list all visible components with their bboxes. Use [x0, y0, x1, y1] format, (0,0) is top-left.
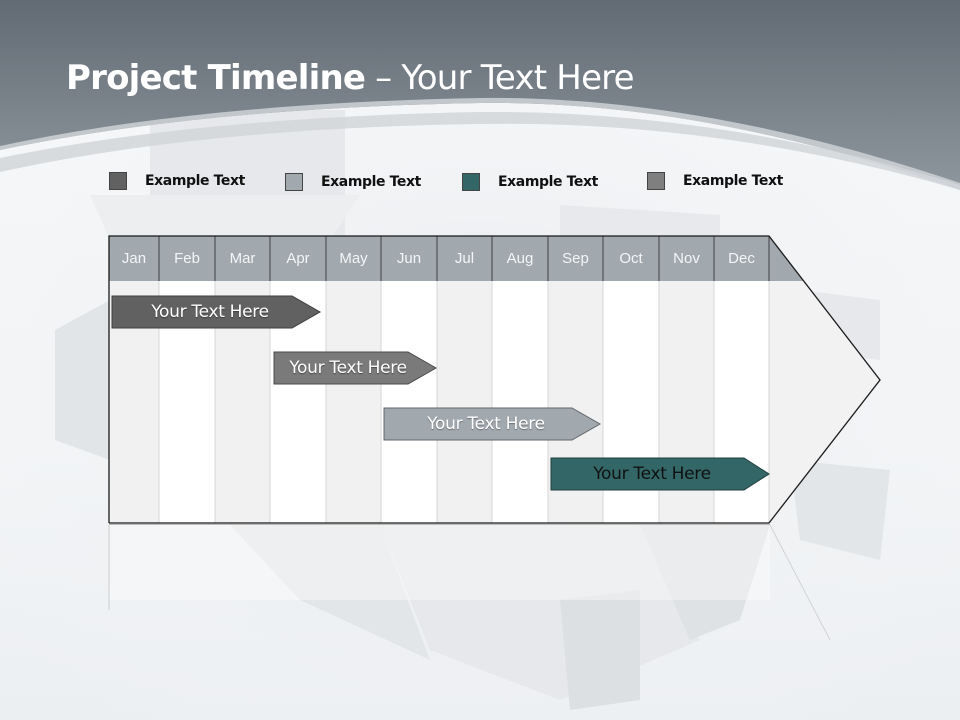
task-bar-1 [111, 295, 322, 329]
month-label-jun: Jun [396, 250, 422, 267]
legend-item: Example Text [285, 171, 421, 193]
task-label-1: Your Text Here [151, 302, 269, 322]
task-label-2: Your Text Here [289, 358, 407, 378]
month-label-feb: Feb [174, 250, 200, 267]
legend-label: Example Text [321, 174, 421, 190]
month-label-dec: Dec [728, 250, 755, 267]
task-bar-4 [550, 457, 770, 491]
title-bold: Project Timeline [66, 58, 366, 98]
title-subtitle: – Your Text Here [365, 58, 634, 98]
month-label-may: May [339, 250, 368, 267]
legend-label: Example Text [145, 173, 245, 189]
legend-label: Example Text [683, 173, 783, 189]
month-label-sep: Sep [562, 250, 589, 267]
legend-swatch-light-gray [285, 173, 303, 191]
task-bar-3 [383, 407, 602, 441]
task-label-4: Your Text Here [593, 464, 711, 484]
month-label-aug: Aug [506, 250, 534, 267]
legend-label: Example Text [498, 174, 598, 190]
month-label-nov: Nov [673, 250, 700, 267]
month-label-oct: Oct [619, 250, 643, 267]
legend-item: Example Text [647, 170, 783, 192]
month-label-jul: Jul [454, 250, 475, 267]
page-title: Project Timeline – Your Text Here [66, 58, 635, 98]
legend-swatch-teal [462, 173, 480, 191]
legend-swatch-dark-gray [109, 172, 127, 190]
legend-item: Example Text [462, 171, 598, 193]
legend-item: Example Text [109, 170, 245, 192]
task-label-3: Your Text Here [427, 414, 545, 434]
month-label-apr: Apr [286, 250, 310, 267]
task-bar-2 [273, 351, 438, 385]
legend-swatch-medium-gray [647, 172, 665, 190]
month-label-jan: Jan [121, 250, 147, 267]
month-label-mar: Mar [229, 250, 256, 267]
